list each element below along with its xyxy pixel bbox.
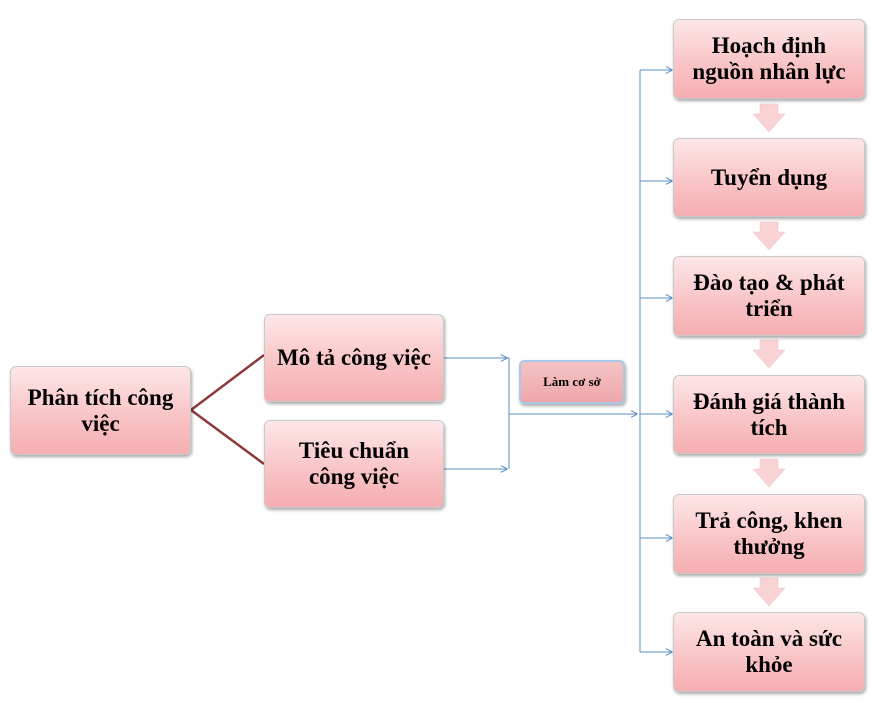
basis-node-label: Làm cơ sở bbox=[543, 374, 601, 389]
down-arrow-icon bbox=[752, 577, 786, 607]
down-arrow-icon bbox=[752, 339, 786, 369]
output-node-compensation: Trả công, khen thưởng bbox=[673, 494, 865, 574]
down-arrow-icon bbox=[752, 458, 786, 488]
source-node-label: Phân tích công việc bbox=[27, 384, 174, 436]
source-node: Phân tích công việc bbox=[10, 366, 191, 455]
output-node-label: Đánh giá thành tích bbox=[692, 388, 846, 440]
down-arrow-icon bbox=[752, 103, 786, 133]
output-node-label: An toàn và sức khỏe bbox=[695, 626, 843, 677]
output-node-label: Trả công, khen thưởng bbox=[695, 508, 843, 559]
output-node-hr-planning: Hoạch định nguồn nhân lực bbox=[673, 19, 865, 99]
down-arrow-icon bbox=[752, 221, 786, 251]
basis-node: Làm cơ sở bbox=[519, 360, 625, 404]
branch-node-label: Mô tả công việc bbox=[277, 345, 431, 370]
output-node-label: Hoạch định nguồn nhân lực bbox=[692, 33, 846, 84]
branch-line-top bbox=[190, 354, 265, 411]
output-node-label: Tuyển dụng bbox=[710, 164, 828, 190]
output-node-safety-health: An toàn và sức khỏe bbox=[673, 612, 865, 692]
branch-node-label: Tiêu chuẩn công việc bbox=[298, 438, 410, 489]
output-node-recruitment: Tuyển dụng bbox=[673, 138, 865, 217]
output-node-performance: Đánh giá thành tích bbox=[673, 375, 865, 454]
output-node-training: Đào tạo & phát triển bbox=[673, 256, 865, 336]
branch-node-job-description: Mô tả công việc bbox=[264, 314, 444, 402]
output-node-label: Đào tạo & phát triển bbox=[693, 270, 845, 321]
branch-node-job-specification: Tiêu chuẩn công việc bbox=[264, 420, 444, 508]
branch-line-bottom bbox=[190, 408, 265, 466]
